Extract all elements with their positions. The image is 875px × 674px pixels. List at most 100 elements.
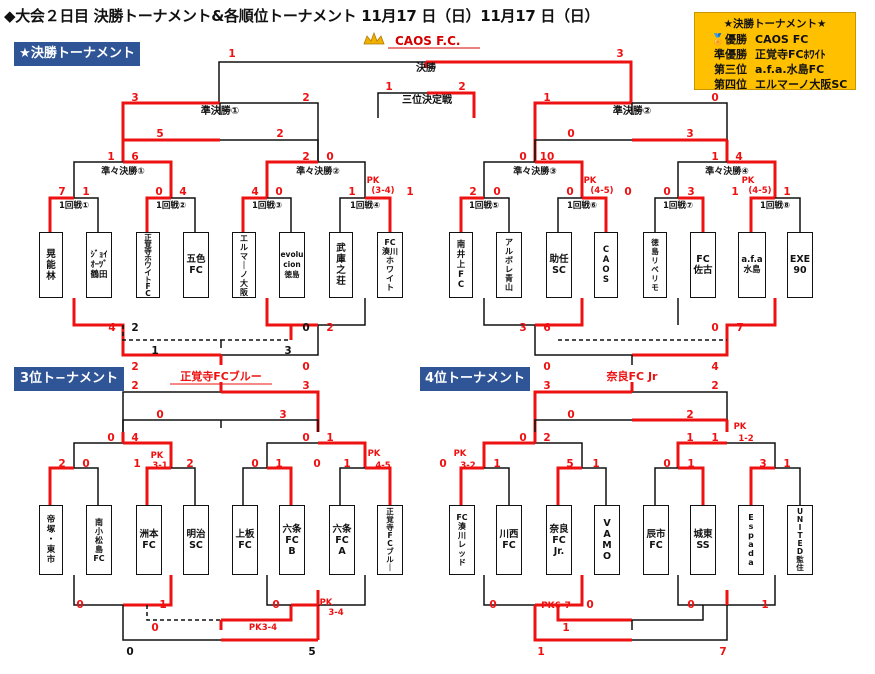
score: 1 xyxy=(761,599,768,611)
score: 1 xyxy=(385,81,392,93)
result-rank: 第四位 xyxy=(714,78,747,91)
crown-icon xyxy=(363,31,385,45)
score: 2 xyxy=(186,458,193,470)
score: 2 xyxy=(131,322,138,334)
pk-label: PK(3-4) xyxy=(367,176,395,196)
score: 0 xyxy=(567,128,574,140)
score: 0 xyxy=(82,458,89,470)
score: 0 xyxy=(326,151,333,163)
score: 0 xyxy=(711,322,718,334)
score: 1 xyxy=(107,151,114,163)
score: 0 xyxy=(566,186,573,198)
section-fourth-label: 4位トーナメント xyxy=(420,367,530,391)
score: 3 xyxy=(131,92,138,104)
score: 0 xyxy=(711,92,718,104)
score: 3 xyxy=(284,345,291,357)
team-box: ｼﾞｮｲ ｵｰﾂﾞ 鶴田 xyxy=(86,232,112,298)
team-box: FC 湊川 ホ ワ イ ト xyxy=(377,232,403,298)
score: 0 xyxy=(302,361,309,373)
team-box: 洲本 FC xyxy=(136,505,162,575)
team-box: FC 湊 川 レ ッ ド xyxy=(449,505,475,575)
qf2-label: 準々決勝② xyxy=(296,165,340,177)
sf1-label: 準決勝① xyxy=(201,104,239,117)
r8-label: 1回戦⑧ xyxy=(760,200,790,211)
score: 6 xyxy=(543,322,550,334)
score: 1 xyxy=(562,622,569,634)
r7-label: 1回戦⑦ xyxy=(663,200,693,211)
r6-label: 1回戦⑥ xyxy=(567,200,597,211)
score: 2 xyxy=(711,380,718,392)
team-box: 城東 SS xyxy=(690,505,716,575)
team-box: 六条 FC B xyxy=(279,505,305,575)
score: 1 xyxy=(592,458,599,470)
result-rank: 優勝 xyxy=(725,33,747,46)
score: 0 xyxy=(313,458,320,470)
score: 0 xyxy=(519,432,526,444)
score: 0 xyxy=(272,599,279,611)
score: 2 xyxy=(276,128,283,140)
score: 4 xyxy=(711,361,718,373)
team-box: 奈良 FC Jr. xyxy=(546,505,572,575)
page-title: ◆大会２日目 決勝トーナメント&各順位トーナメント 11月17 日（日）11月1… xyxy=(4,7,600,25)
sf2-label: 準決勝② xyxy=(613,104,651,117)
score: 1 xyxy=(228,48,235,60)
team-box: 正 覚 寺 ホ ワ イ ト F C xyxy=(136,232,160,298)
r3-label: 1回戦③ xyxy=(252,200,282,211)
score: 2 xyxy=(58,458,65,470)
team-box: a.f.a 水島 xyxy=(738,232,766,298)
score: 0 xyxy=(302,432,309,444)
score: 4 xyxy=(251,186,258,198)
score: 2 xyxy=(302,92,309,104)
score: 0 xyxy=(663,458,670,470)
score: 0 xyxy=(543,361,550,373)
result-team: a.f.a.水島FC xyxy=(755,63,825,76)
score: 2 xyxy=(686,409,693,421)
team-box: U N I T E D 監 住 xyxy=(787,505,813,575)
team-box: 晃 能 林 xyxy=(39,232,63,298)
result-row-3: 第三位 a.f.a.水島FC xyxy=(695,63,855,76)
score: 0 xyxy=(151,622,158,634)
score: 1 xyxy=(686,432,693,444)
fourth-winner-name: 奈良FC Jr xyxy=(606,369,659,383)
score: 0 xyxy=(76,599,83,611)
score: 7 xyxy=(736,322,743,334)
qf1-label: 準々決勝① xyxy=(101,165,145,177)
score: 1 xyxy=(151,345,158,357)
r2-label: 1回戦② xyxy=(156,200,186,211)
score: 1 xyxy=(326,432,333,444)
score: 0 xyxy=(251,458,258,470)
score: 7 xyxy=(58,186,65,198)
team-box: 帝 塚 ・ 東 市 xyxy=(39,505,63,575)
score: 1 xyxy=(275,458,282,470)
team-box: 上板 FC xyxy=(232,505,258,575)
result-row-1: 🏅優勝 CAOS FC xyxy=(695,33,855,46)
r4-label: 1回戦④ xyxy=(350,200,380,211)
score: 0 xyxy=(302,322,309,334)
team-box: E s p a d a xyxy=(738,505,764,575)
score: 0 xyxy=(107,432,114,444)
score: 2 xyxy=(326,322,333,334)
pk-label: PK(4-5) xyxy=(742,176,772,196)
team-box: 徳 島 リ ベ リ モ xyxy=(643,232,667,298)
score: 4 xyxy=(108,322,115,334)
score: 4 xyxy=(131,432,138,444)
score: 0 xyxy=(586,599,593,611)
pk-label: PK3-4 xyxy=(249,623,277,633)
result-row-2: 準優勝 正覚寺FCﾎﾜｲﾄ xyxy=(695,48,855,61)
score: 1 xyxy=(543,92,550,104)
team-box: evolu cion 徳島 xyxy=(279,232,305,298)
team-box: FC 佐古 xyxy=(690,232,716,298)
team-box: 辰市 FC xyxy=(643,505,669,575)
score: 0 xyxy=(687,599,694,611)
score: 1 xyxy=(731,186,738,198)
team-box: V A M O xyxy=(594,505,620,575)
score: 2 xyxy=(458,81,465,93)
results-panel: ★決勝トーナメント★ 🏅優勝 CAOS FC 準優勝 正覚寺FCﾎﾜｲﾄ 第三位… xyxy=(694,12,856,91)
champion-name: CAOS F.C. xyxy=(395,34,460,48)
result-rank: 準優勝 xyxy=(714,48,747,61)
score: 2 xyxy=(543,432,550,444)
final-label: 決勝 xyxy=(416,61,437,74)
